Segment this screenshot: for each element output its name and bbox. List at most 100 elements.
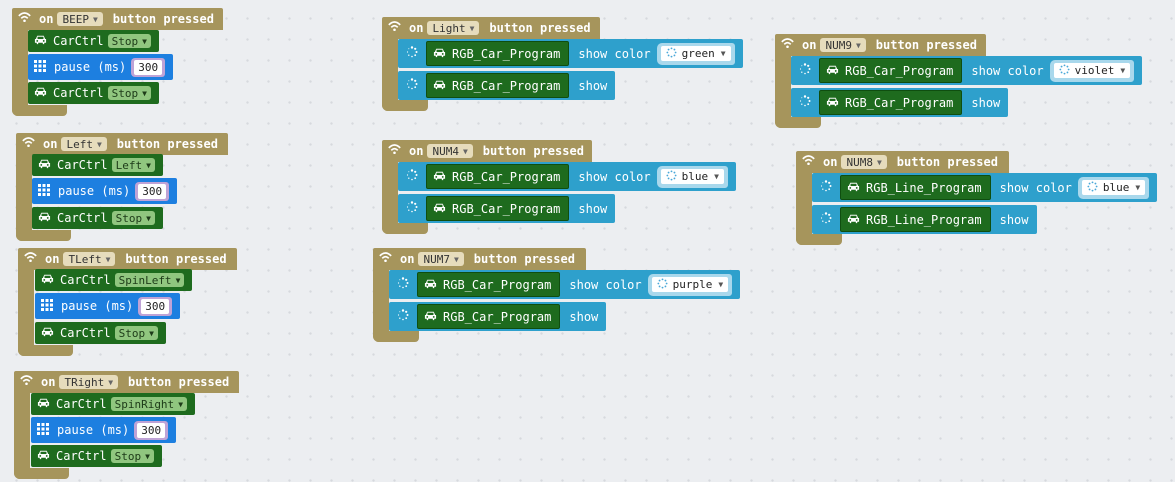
on-button-pressed-block[interactable]: on NUM9▼ button pressed xyxy=(775,34,986,56)
carctrl-block[interactable]: CarCtrl Stop▼ xyxy=(28,30,159,52)
color-dropdown[interactable]: violet▼ xyxy=(1053,63,1131,78)
button-pressed-label: button pressed xyxy=(875,38,977,52)
carctrl-block[interactable]: CarCtrl SpinRight▼ xyxy=(31,393,196,415)
on-button-pressed-block[interactable]: on TRight▼ button pressed xyxy=(14,371,239,393)
rgb-program-block[interactable]: RGB_Car_Program xyxy=(417,272,561,297)
rgb-program-block[interactable]: RGB_Car_Program xyxy=(819,90,963,115)
program-label: RGB_Line_Program xyxy=(866,180,982,195)
color-slot: blue▼ xyxy=(1077,176,1150,199)
carctrl-block[interactable]: CarCtrl Stop▼ xyxy=(35,322,166,344)
pause-block[interactable]: pause (ms) 300 xyxy=(31,417,177,443)
show-block[interactable]: RGB_Car_Program show xyxy=(398,194,616,223)
program-label: RGB_Line_Program xyxy=(866,212,982,227)
pause-value[interactable]: 300 xyxy=(137,422,166,438)
carctrl-block[interactable]: CarCtrl SpinLeft▼ xyxy=(35,269,193,291)
button-dropdown[interactable]: Left▼ xyxy=(61,137,107,151)
spinner-icon xyxy=(406,201,426,216)
rgb-program-block[interactable]: RGB_Line_Program xyxy=(840,175,991,200)
pause-block[interactable]: pause (ms) 300 xyxy=(32,178,178,204)
on-label: on xyxy=(41,375,56,389)
car-action-dropdown[interactable]: SpinLeft▼ xyxy=(114,273,185,287)
color-slot: green▼ xyxy=(656,42,735,65)
carctrl-block[interactable]: CarCtrl Left▼ xyxy=(32,154,163,176)
rgb-program-block[interactable]: RGB_Car_Program xyxy=(819,58,963,83)
spinner-icon xyxy=(657,277,673,292)
event-frame-foot xyxy=(796,234,842,245)
event-frame-foot xyxy=(373,331,419,342)
show-block[interactable]: RGB_Car_Program show xyxy=(791,88,1009,117)
rgb-program-block[interactable]: RGB_Car_Program xyxy=(417,304,561,329)
event-frame xyxy=(18,270,34,356)
on-button-pressed-block[interactable]: on TLeft▼ button pressed xyxy=(18,248,237,270)
car-icon xyxy=(433,170,452,184)
event-frame xyxy=(775,56,791,128)
show-color-block[interactable]: RGB_Car_Program show color green▼ xyxy=(398,39,743,68)
button-dropdown[interactable]: TLeft▼ xyxy=(63,252,116,266)
on-label: on xyxy=(409,21,424,35)
color-dropdown[interactable]: purple▼ xyxy=(651,277,729,292)
car-icon xyxy=(433,79,452,93)
show-color-block[interactable]: RGB_Car_Program show color violet▼ xyxy=(791,56,1143,85)
car-action-dropdown[interactable]: SpinRight▼ xyxy=(110,397,188,411)
program-label: RGB_Car_Program xyxy=(452,201,561,216)
number-slot: 300 xyxy=(138,296,173,316)
number-slot: 300 xyxy=(135,181,170,201)
rgb-program-block[interactable]: RGB_Car_Program xyxy=(426,41,570,66)
button-dropdown[interactable]: NUM4▼ xyxy=(427,144,473,158)
carctrl-label: CarCtrl xyxy=(56,449,107,463)
on-button-pressed-block[interactable]: on Left▼ button pressed xyxy=(16,133,228,155)
pause-block[interactable]: pause (ms) 300 xyxy=(35,293,181,319)
car-action-dropdown[interactable]: Stop▼ xyxy=(107,86,151,100)
rgb-program-block[interactable]: RGB_Car_Program xyxy=(426,164,570,189)
rgb-program-block[interactable]: RGB_Car_Program xyxy=(426,73,570,98)
button-dropdown[interactable]: NUM8▼ xyxy=(841,155,887,169)
carctrl-label: CarCtrl xyxy=(57,211,108,225)
button-dropdown[interactable]: Light▼ xyxy=(427,21,480,35)
show-color-block[interactable]: RGB_Line_Program show color blue▼ xyxy=(812,173,1158,202)
car-action-dropdown[interactable]: Left▼ xyxy=(111,158,155,172)
event-frame xyxy=(373,270,389,342)
pause-value[interactable]: 300 xyxy=(134,59,163,75)
show-color-block[interactable]: RGB_Car_Program show color purple▼ xyxy=(389,270,741,299)
show-block[interactable]: RGB_Car_Program show xyxy=(389,302,607,331)
button-dropdown[interactable]: BEEP▼ xyxy=(57,12,103,26)
car-icon xyxy=(37,449,56,463)
show-block[interactable]: RGB_Line_Program show xyxy=(812,205,1037,234)
car-action-dropdown[interactable]: Stop▼ xyxy=(114,326,158,340)
color-dropdown[interactable]: blue▼ xyxy=(660,169,724,184)
button-dropdown[interactable]: TRight▼ xyxy=(59,375,119,389)
carctrl-block[interactable]: CarCtrl Stop▼ xyxy=(31,445,162,467)
pause-label: pause (ms) xyxy=(54,60,127,74)
carctrl-block[interactable]: CarCtrl Stop▼ xyxy=(28,82,159,104)
show-color-block[interactable]: RGB_Car_Program show color blue▼ xyxy=(398,162,736,191)
car-icon xyxy=(433,47,452,61)
pause-block[interactable]: pause (ms) 300 xyxy=(28,54,174,80)
wifi-icon xyxy=(388,20,405,36)
spinner-icon xyxy=(1087,180,1103,195)
pause-value[interactable]: 300 xyxy=(138,183,167,199)
show-block[interactable]: RGB_Car_Program show xyxy=(398,71,616,100)
on-button-pressed-block[interactable]: on NUM8▼ button pressed xyxy=(796,151,1009,173)
show-color-label: show color xyxy=(569,277,642,292)
car-action-dropdown[interactable]: Stop▼ xyxy=(107,34,151,48)
button-pressed-label: button pressed xyxy=(473,252,575,266)
button-dropdown[interactable]: NUM7▼ xyxy=(418,252,464,266)
on-button-pressed-block[interactable]: on NUM7▼ button pressed xyxy=(373,248,586,270)
car-action-dropdown[interactable]: Stop▼ xyxy=(110,449,154,463)
button-pressed-label: button pressed xyxy=(112,12,214,26)
on-button-pressed-block[interactable]: on BEEP▼ button pressed xyxy=(12,8,223,30)
wifi-icon xyxy=(781,37,798,53)
carctrl-label: CarCtrl xyxy=(53,34,104,48)
color-dropdown[interactable]: green▼ xyxy=(660,46,731,61)
grid-icon xyxy=(37,422,57,438)
color-dropdown[interactable]: blue▼ xyxy=(1081,180,1146,195)
button-dropdown[interactable]: NUM9▼ xyxy=(820,38,866,52)
carctrl-block[interactable]: CarCtrl Stop▼ xyxy=(32,207,163,229)
rgb-program-block[interactable]: RGB_Car_Program xyxy=(426,196,570,221)
car-icon xyxy=(34,34,53,48)
car-action-dropdown[interactable]: Stop▼ xyxy=(111,211,155,225)
on-button-pressed-block[interactable]: on Light▼ button pressed xyxy=(382,17,600,39)
on-button-pressed-block[interactable]: on NUM4▼ button pressed xyxy=(382,140,592,162)
pause-value[interactable]: 300 xyxy=(141,298,170,314)
rgb-program-block[interactable]: RGB_Line_Program xyxy=(840,207,991,232)
